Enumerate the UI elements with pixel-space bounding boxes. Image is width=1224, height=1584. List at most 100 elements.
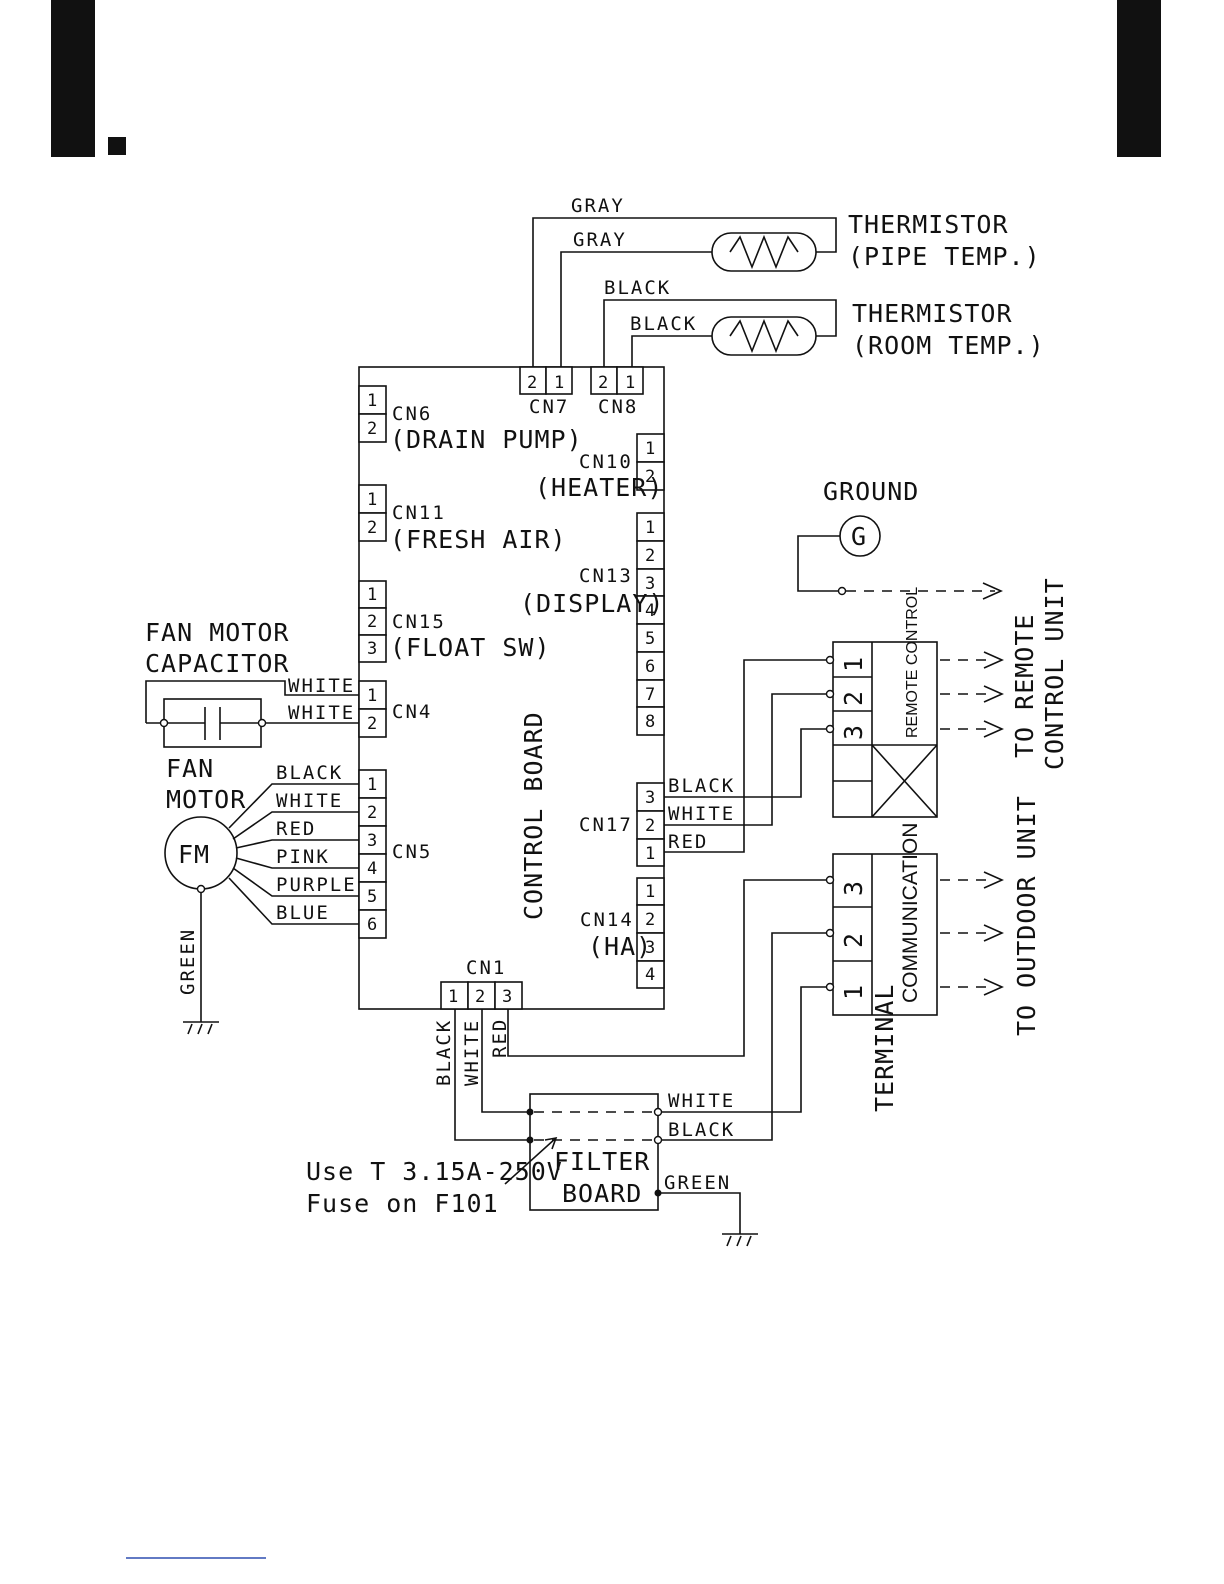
svg-text:1: 1 [367, 391, 377, 411]
black-label-filter: BLACK [668, 1119, 735, 1141]
thermistor-pipe-title: THERMISTOR [848, 210, 1009, 239]
cn5-label: CN5 [392, 841, 432, 863]
cn10-label: CN10 [579, 451, 633, 473]
cn5-header: 1 2 3 4 5 6 [358, 769, 387, 939]
cn13-header: 1 2 3 4 5 6 7 8 [636, 512, 665, 736]
svg-text:1: 1 [554, 373, 564, 393]
filter-wire-white [662, 986, 826, 1113]
fan-motor-title: FAN [166, 754, 214, 783]
white-label-filter: WHITE [668, 1090, 735, 1112]
fuse-note-line1: Use T 3.15A-250V [306, 1157, 563, 1186]
svg-text:3: 3 [645, 788, 655, 808]
cn13-label: CN13 [579, 565, 633, 587]
white-label-cap-2: WHITE [288, 702, 355, 724]
svg-text:1: 1 [645, 518, 655, 538]
cn13-desc: (DISPLAY) [520, 589, 664, 618]
cn11-label: CN11 [392, 502, 446, 524]
svg-text:3: 3 [502, 987, 512, 1007]
cn14-label: CN14 [580, 909, 634, 931]
svg-text:7: 7 [645, 685, 655, 705]
cn17-label: CN17 [579, 814, 633, 836]
black-label-cn1: BLACK [433, 1019, 455, 1086]
to-outdoor-label: TO OUTDOOR UNIT [1012, 795, 1041, 1036]
red-label-fm: RED [276, 818, 316, 840]
svg-text:1: 1 [625, 373, 635, 393]
communication-arrows [940, 871, 1004, 996]
svg-text:2: 2 [367, 714, 377, 734]
pink-label-fm: PINK [276, 846, 330, 868]
svg-text:1: 1 [645, 439, 655, 459]
cn7-header: 2 1 [519, 366, 573, 395]
cn17-wire-red [664, 659, 826, 853]
svg-text:2: 2 [367, 803, 377, 823]
svg-text:4: 4 [645, 601, 655, 621]
wire-black-2 [631, 335, 712, 367]
fuse-note-line2: Fuse on F101 [306, 1189, 499, 1218]
cn15-desc: (FLOAT SW) [390, 633, 551, 662]
white-label-cn17: WHITE [668, 803, 735, 825]
svg-text:8: 8 [645, 712, 655, 732]
capacitor-symbol [146, 707, 267, 740]
red-label-cn1: RED [489, 1018, 511, 1058]
svg-text:2: 2 [645, 546, 655, 566]
cn11-desc: (FRESH AIR) [390, 525, 567, 554]
remote-control-terminal: 1 2 3 [825, 641, 938, 818]
cn1-wire-white [481, 1009, 530, 1113]
svg-text:2: 2 [367, 518, 377, 538]
green-label-fm: GREEN [177, 928, 199, 995]
svg-text:3: 3 [367, 831, 377, 851]
left-header-bar [51, 0, 95, 157]
svg-text:1: 1 [448, 987, 458, 1007]
fm-earth-symbol [183, 1021, 219, 1035]
cn15-label: CN15 [392, 611, 446, 633]
blue-label-fm: BLUE [276, 902, 330, 924]
svg-text:1: 1 [367, 585, 377, 605]
cn17-header: 3 2 1 [636, 782, 665, 867]
cn6-label: CN6 [392, 403, 432, 425]
filter-board-outline [529, 1093, 659, 1211]
svg-text:2: 2 [598, 373, 608, 393]
cn6-header: 1 2 [358, 385, 387, 443]
svg-text:5: 5 [367, 887, 377, 907]
cn15-header: 1 2 3 [358, 580, 387, 663]
filter-board-title2: BOARD [562, 1179, 642, 1208]
cn1-wire-black [454, 1009, 530, 1141]
red-label-cn17: RED [668, 831, 708, 853]
wire-gray-2 [560, 251, 712, 367]
fan-motor-capacitor-title2: CAPACITOR [145, 649, 289, 678]
svg-text:2: 2 [645, 467, 655, 487]
cn4-label: CN4 [392, 701, 432, 723]
to-remote-line2: CONTROL UNIT [1040, 577, 1069, 770]
svg-text:1: 1 [839, 984, 868, 1000]
communication-terminal: 3 2 1 [825, 853, 938, 1016]
svg-text:1: 1 [367, 686, 377, 706]
ground-label: GROUND [823, 477, 919, 506]
cn17-wire-white [664, 693, 826, 826]
gray-label-2: GRAY [573, 229, 627, 251]
communication-block-label: COMMUNICATION [899, 823, 922, 1003]
right-header-bar [1117, 0, 1161, 157]
svg-text:6: 6 [367, 915, 377, 935]
fuse-note-leader [504, 1137, 557, 1185]
cn17-wire-black [664, 728, 826, 798]
svg-text:2: 2 [839, 932, 868, 948]
thermistor-room-symbol [711, 316, 817, 356]
filter-wire-black [662, 932, 826, 1141]
purple-label-fm: PURPLE [276, 874, 357, 896]
black-label-1: BLACK [604, 277, 671, 299]
thermistor-room-desc: (ROOM TEMP.) [852, 331, 1045, 360]
cn10-header: 1 2 [636, 433, 665, 491]
filter-earth-symbol [722, 1233, 758, 1247]
fan-motor-capacitor-title: FAN MOTOR [145, 618, 289, 647]
black-label-2: BLACK [630, 313, 697, 335]
cn14-desc: (HA) [588, 932, 652, 961]
svg-text:2: 2 [367, 612, 377, 632]
thermistor-room-title: THERMISTOR [852, 299, 1013, 328]
wire-gray-1 [532, 217, 837, 367]
thermistor-pipe-symbol [711, 232, 817, 272]
ground-wire [797, 535, 840, 592]
cn6-desc: (DRAIN PUMP) [390, 425, 583, 454]
svg-text:4: 4 [645, 965, 655, 985]
remote-control-arrows [940, 651, 1004, 738]
svg-text:5: 5 [645, 629, 655, 649]
